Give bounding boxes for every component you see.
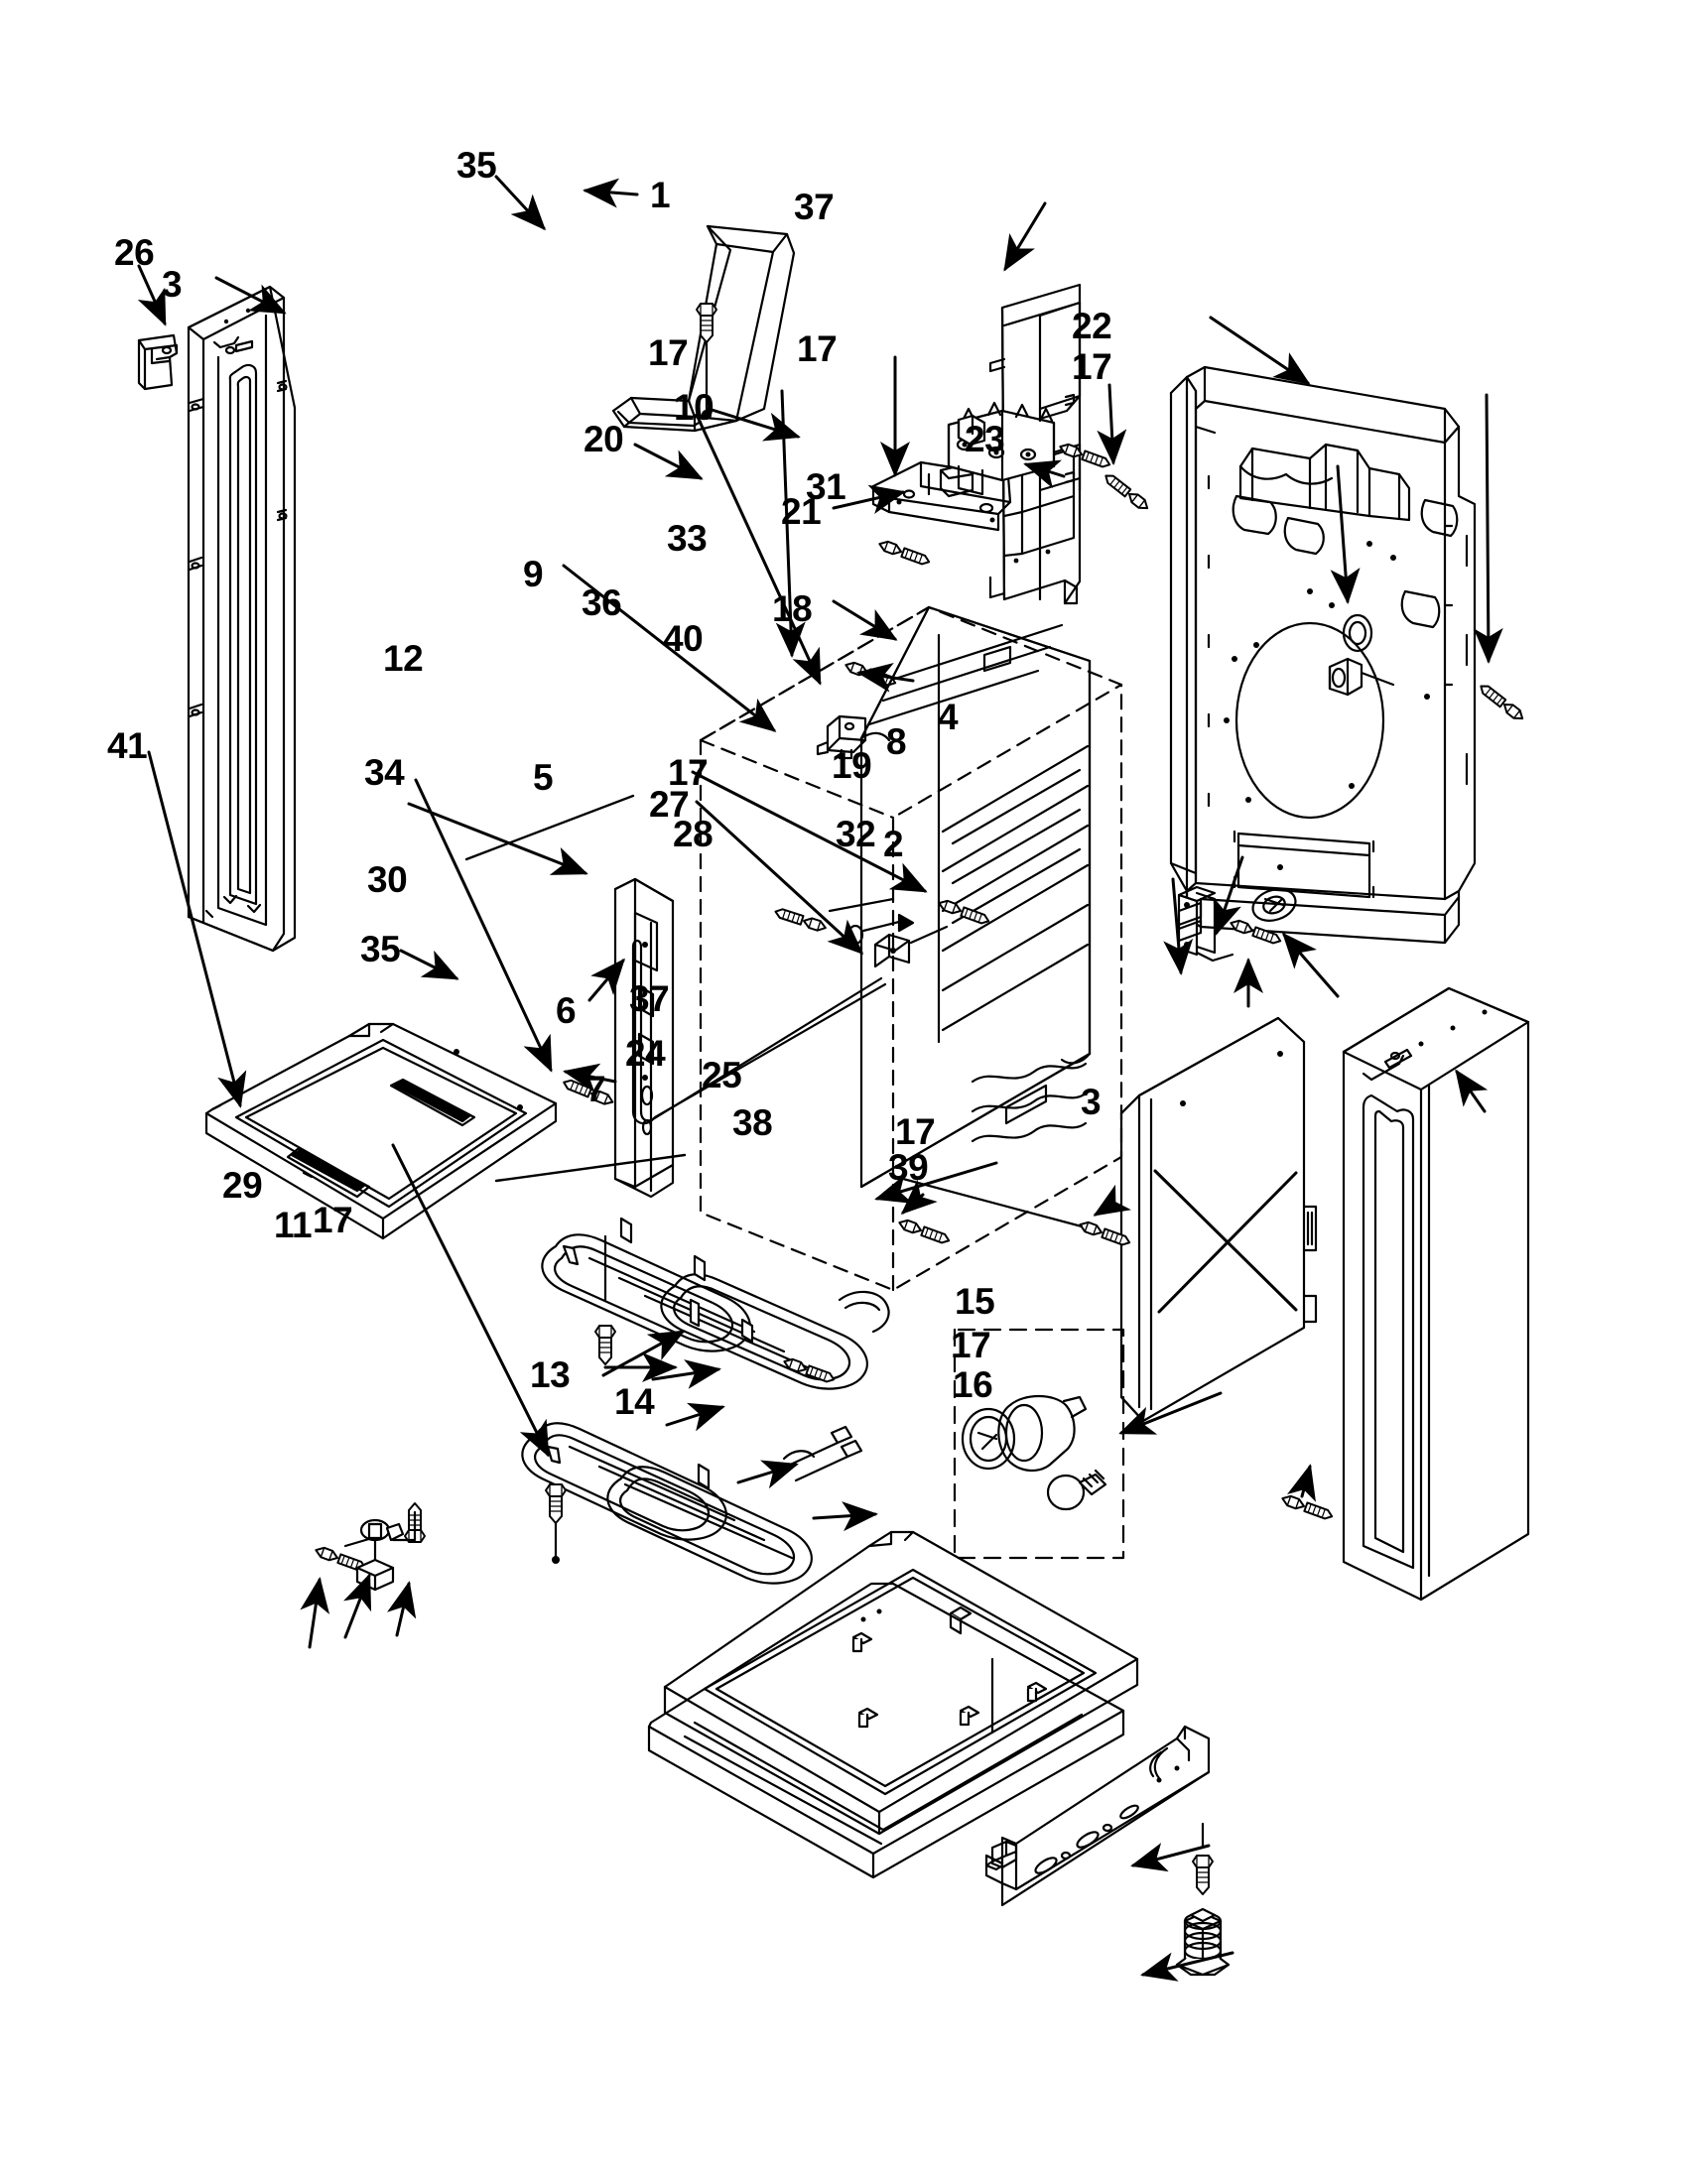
callout-35-b: 35 (360, 929, 401, 969)
callout-3-left: 3 (162, 264, 183, 305)
part-22-rear-panel (1169, 365, 1477, 945)
part-13-cooktop-panel (647, 1582, 1125, 1879)
part-17g-screw (1191, 1822, 1215, 1896)
part-24-lamp-socket (997, 1395, 1088, 1473)
callout-25: 25 (702, 1055, 742, 1095)
part-26-hinge-receiver (137, 333, 179, 391)
part-27-bracket (873, 933, 911, 968)
callout-26: 26 (114, 232, 155, 273)
callout-37-b: 37 (629, 978, 670, 1019)
part-17d-screw (936, 897, 992, 928)
callout-23: 23 (965, 419, 1005, 459)
callout-32: 32 (836, 814, 876, 854)
part-1-handle-bracket (611, 224, 796, 433)
part-12-front-frame (613, 877, 675, 1199)
callout-14: 14 (614, 1381, 655, 1422)
part-18-oven-cavity-solid (859, 605, 1092, 1189)
callout-8: 8 (886, 721, 907, 762)
callout-38: 38 (732, 1102, 773, 1143)
callout-22: 22 (1072, 306, 1112, 346)
part-15-leveling-rail (984, 1725, 1211, 1907)
callout-29: 29 (222, 1165, 263, 1206)
callout-3-right: 3 (1081, 1082, 1102, 1122)
part-28-screw (896, 1217, 953, 1247)
part-19-wire-retainer (1177, 885, 1234, 963)
callout-21: 21 (781, 491, 822, 532)
part-17a-screw (1102, 470, 1152, 514)
callout-5: 5 (533, 757, 554, 798)
callout-36: 36 (582, 582, 622, 623)
part-31-screw (1057, 441, 1113, 471)
callout-28: 28 (673, 814, 714, 854)
callout-34: 34 (364, 752, 405, 793)
part-35c-screw (544, 1482, 568, 1564)
callout-40: 40 (663, 618, 704, 659)
part-25-lamp-bulb (1046, 1469, 1107, 1511)
callout-18: 18 (772, 588, 813, 629)
callout-27: 27 (649, 784, 690, 825)
callout-6: 6 (556, 990, 577, 1031)
callout-37: 37 (794, 187, 835, 227)
callout-17-c: 17 (648, 332, 689, 373)
callout-17-f: 17 (313, 1200, 353, 1240)
part-2-side-panel (1119, 1016, 1318, 1423)
part-39-cooktop (663, 1530, 1139, 1836)
part-7-bake-element (521, 1422, 863, 1585)
callout-7: 7 (585, 1069, 606, 1109)
callout-35: 35 (456, 145, 497, 186)
callout-15: 15 (955, 1281, 995, 1322)
callout-1: 1 (650, 175, 671, 215)
part-5-rack-support (631, 939, 887, 1125)
callout-10: 10 (674, 387, 714, 428)
part-3a-door-frame-left (187, 285, 297, 953)
part-4-grommet (1251, 888, 1297, 922)
part-35a-screw (695, 302, 718, 421)
callout-17-e: 17 (895, 1111, 936, 1152)
part-41-drawer-pan (204, 1022, 558, 1240)
part-23-strain-relief (1328, 613, 1395, 697)
callout-2: 2 (883, 824, 904, 864)
callout-16: 16 (953, 1364, 993, 1405)
part-32-screw (1077, 1219, 1133, 1249)
part-35b-screw (593, 1234, 617, 1366)
part-6-broil-element (541, 1217, 890, 1390)
part-38-lamp-assembly (953, 1328, 1125, 1560)
part-3b-door-frame-right (1342, 986, 1530, 1602)
callout-33: 33 (667, 518, 708, 559)
callout-12: 12 (383, 638, 424, 679)
callout-19: 19 (832, 745, 872, 786)
callout-11: 11 (274, 1205, 313, 1245)
part-17c-screw (876, 538, 933, 569)
callout-20: 20 (584, 419, 624, 459)
callout-24: 24 (625, 1033, 666, 1074)
callout-4: 4 (938, 697, 959, 737)
part-10-nut (957, 414, 986, 447)
callout-13: 13 (530, 1354, 571, 1395)
callout-39: 39 (888, 1147, 929, 1188)
part-36-screw (772, 905, 829, 934)
part-17e-screw (1279, 1492, 1336, 1523)
callout-31: 31 (806, 466, 846, 507)
callout-17-a: 17 (797, 328, 838, 369)
callout-17-b: 17 (1072, 346, 1112, 387)
callout-17-d: 17 (668, 752, 709, 793)
callout-41: 41 (107, 725, 148, 766)
part-17b-screw (1477, 681, 1527, 724)
part-11-anti-tip-stud (355, 1518, 405, 1592)
callout-30: 30 (367, 859, 408, 900)
callout-17-g: 17 (951, 1325, 991, 1365)
callout-9: 9 (523, 554, 544, 594)
